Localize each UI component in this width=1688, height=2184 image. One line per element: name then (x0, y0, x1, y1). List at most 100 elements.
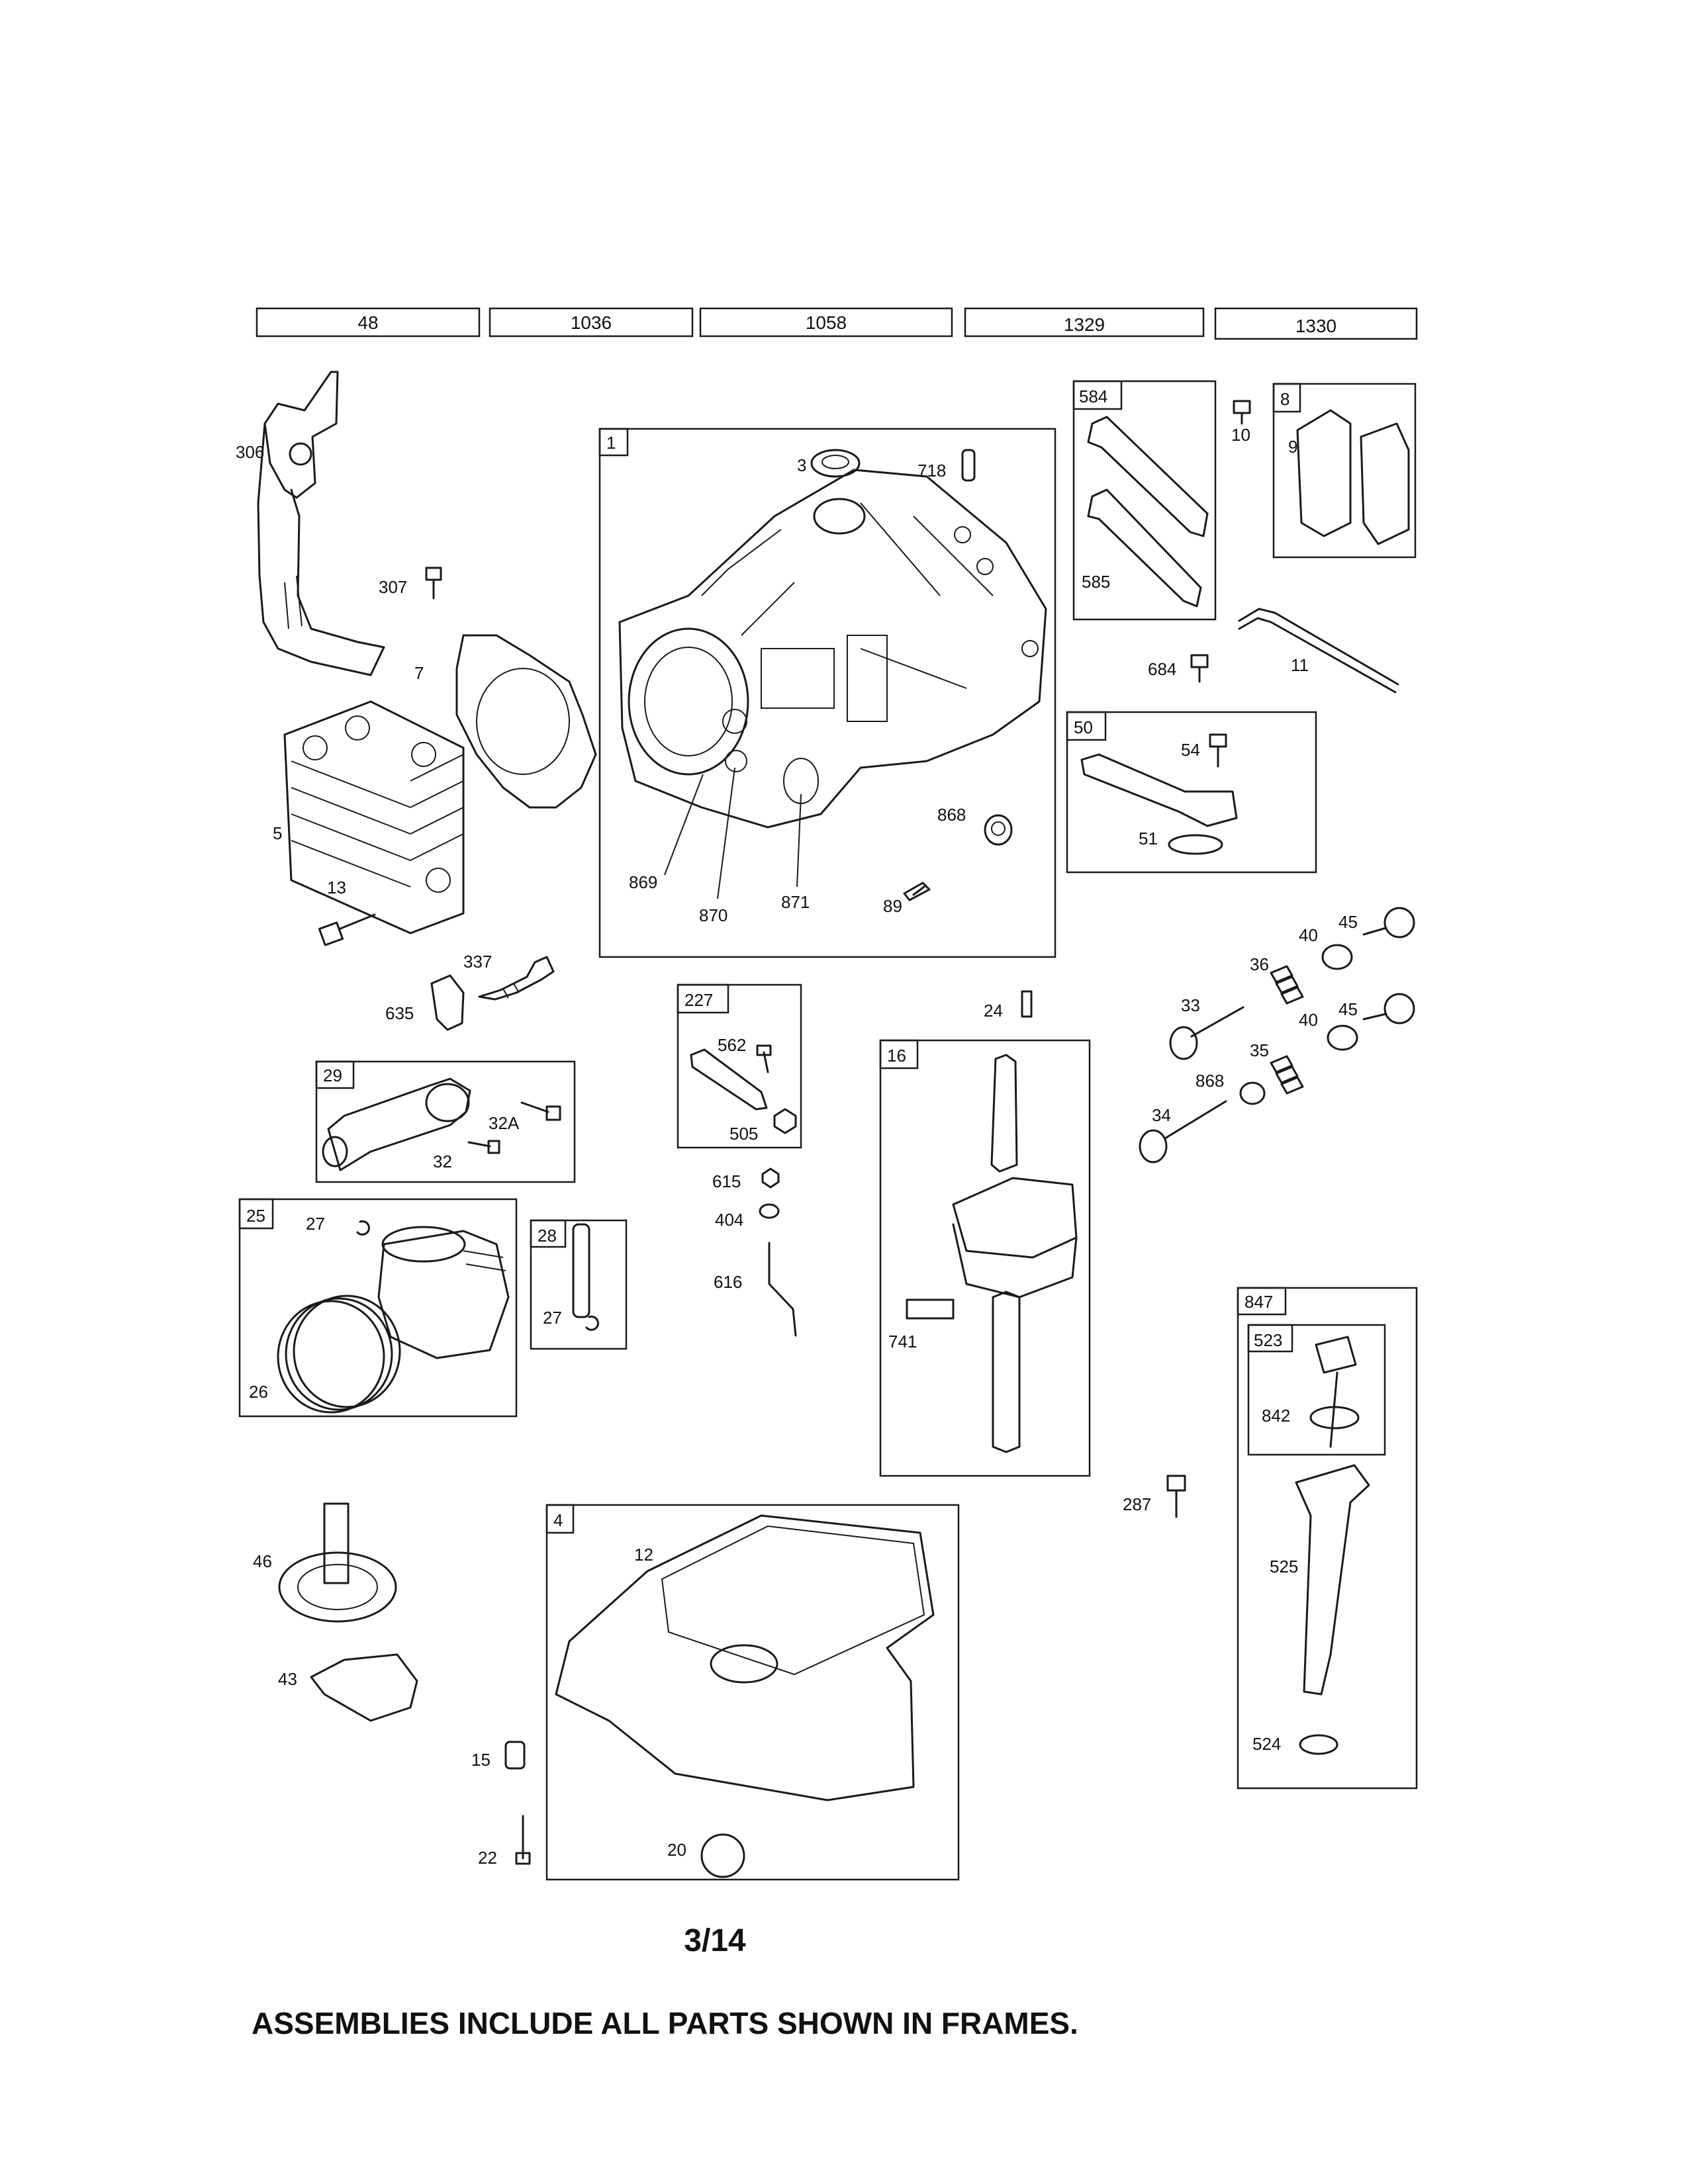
frame-847-tag (1237, 1287, 1287, 1316)
assembly-frames: 1 584 8 50 227 16 29 25 28 (238, 380, 1418, 1881)
frame-4-label: 4 (553, 1510, 563, 1530)
washer-404 (759, 1203, 780, 1219)
part-label-635: 635 (385, 1003, 414, 1023)
part-number-labels: 306 307 7 5 13 3 718 869 870 871 868 89 … (236, 425, 1358, 1868)
model-box-2 (489, 307, 694, 338)
frame-847-label: 847 (1244, 1292, 1273, 1312)
part-label-505: 505 (729, 1124, 758, 1144)
frame-523-tag (1247, 1324, 1293, 1353)
plug-boot-635 (430, 974, 465, 1031)
gasket-585 (1087, 488, 1202, 608)
valve-retainer-40b (1327, 1024, 1358, 1051)
part-label-35: 35 (1250, 1040, 1269, 1060)
part-label-51: 51 (1139, 829, 1158, 848)
valve-34 (1139, 1100, 1227, 1163)
compression-release-43 (310, 1653, 418, 1722)
part-label-585: 585 (1082, 572, 1110, 592)
part-label-11: 11 (1291, 655, 1309, 675)
model-number-5: 1330 (1295, 316, 1336, 336)
part-label-45a: 45 (1338, 912, 1358, 932)
nut-505 (773, 1108, 797, 1134)
governor-arm-227 (690, 1048, 768, 1111)
part-label-868a: 868 (937, 805, 966, 825)
part-label-36: 36 (1250, 954, 1269, 974)
frame-28-label: 28 (538, 1226, 557, 1246)
part-label-869: 869 (629, 872, 657, 892)
valve-33 (1169, 1006, 1244, 1060)
part-label-842: 842 (1262, 1406, 1290, 1426)
part-label-33: 33 (1181, 995, 1200, 1015)
part-label-404: 404 (715, 1210, 743, 1230)
frame-25 (238, 1198, 518, 1418)
model-box-4 (964, 307, 1205, 338)
frame-25-label: 25 (246, 1206, 265, 1226)
part-label-22: 22 (478, 1848, 497, 1868)
part-label-34: 34 (1152, 1105, 1171, 1125)
frame-227 (677, 983, 802, 1149)
head-bolt-13 (318, 913, 376, 946)
frame-50-label: 50 (1074, 717, 1093, 737)
spark-plug-337 (478, 956, 555, 1001)
part-label-306: 306 (236, 442, 264, 462)
bolt-22 (515, 1815, 531, 1865)
part-label-20: 20 (667, 1840, 686, 1860)
part-label-10: 10 (1231, 425, 1250, 445)
piston-rings-26 (277, 1295, 401, 1414)
part-label-718: 718 (917, 461, 946, 480)
screw-54 (1209, 733, 1227, 768)
part-label-24: 24 (984, 1001, 1003, 1021)
part-label-15: 15 (471, 1750, 491, 1770)
part-label-40b: 40 (1299, 1010, 1318, 1030)
part-label-7: 7 (414, 663, 424, 683)
air-baffle-306 (257, 371, 385, 676)
frame-28 (530, 1219, 628, 1350)
part-illustrations (257, 371, 1415, 1878)
rod-bolt-32A (520, 1101, 561, 1121)
frame-1 (598, 428, 1056, 958)
baffle-hole (289, 442, 312, 466)
part-label-3: 3 (797, 455, 806, 475)
part-label-868b: 868 (1196, 1071, 1224, 1091)
frame-28-tag (530, 1219, 567, 1248)
o-ring-524 (1299, 1734, 1338, 1755)
valve-seal-868b (1239, 1081, 1266, 1105)
model-box-1 (256, 307, 481, 338)
crank-gear-741 (906, 1298, 955, 1320)
frame-8-label: 8 (1280, 389, 1289, 409)
part-label-524: 524 (1252, 1734, 1281, 1754)
part-label-32: 32 (433, 1152, 452, 1171)
model-number-3: 1058 (806, 312, 847, 333)
frame-8 (1272, 383, 1417, 559)
head-gasket-7 (455, 634, 597, 809)
part-label-741: 741 (888, 1332, 917, 1351)
tube-11 (1238, 608, 1399, 686)
breather-tube-50 (1080, 753, 1238, 827)
nut-615 (761, 1167, 780, 1189)
cam-gear-46 (278, 1502, 397, 1623)
cylinder-head-5 (283, 700, 465, 934)
dowel-pin-718 (961, 449, 976, 482)
valve-cover-8 (1360, 422, 1410, 545)
frame-847 (1237, 1287, 1418, 1790)
oil-seal-20 (700, 1833, 745, 1878)
dipstick-523 (1315, 1336, 1357, 1448)
model-number-2: 1036 (571, 312, 612, 333)
page-number: 3/14 (684, 1923, 746, 1958)
footer-note: ASSEMBLIES INCLUDE ALL PARTS SHOWN IN FR… (252, 2006, 1078, 2040)
frame-227-label: 227 (684, 990, 713, 1010)
valve-cap-45a (1362, 907, 1415, 938)
part-label-870: 870 (699, 905, 727, 925)
crankshaft-16 (952, 1054, 1078, 1453)
part-label-45b: 45 (1338, 999, 1358, 1019)
frame-8-tag (1272, 383, 1301, 413)
valve-spring-35 (1270, 1055, 1304, 1095)
oil-seal-3 (810, 449, 861, 478)
circlip-27b (585, 1315, 599, 1331)
part-label-616: 616 (714, 1272, 742, 1292)
frame-227-tag (677, 983, 729, 1014)
part-label-32A: 32A (489, 1113, 520, 1133)
frame-4-tag (545, 1504, 575, 1534)
o-ring-842 (1309, 1406, 1360, 1430)
rod-bolt-32 (467, 1140, 500, 1154)
part-label-40a: 40 (1299, 925, 1318, 945)
